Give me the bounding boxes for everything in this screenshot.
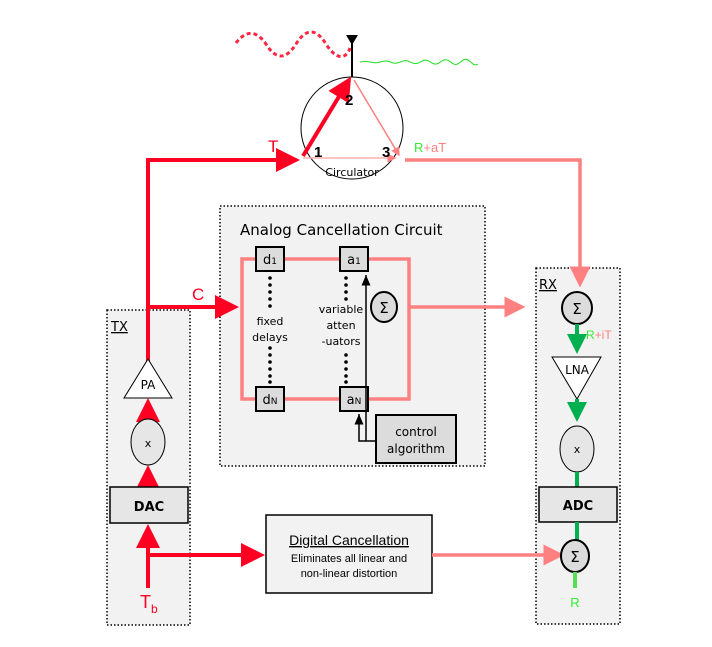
atten-label-3: -uators bbox=[322, 335, 361, 348]
delay-dots bbox=[268, 276, 272, 384]
rx-mixer: x bbox=[559, 425, 595, 473]
svg-text:DAC: DAC bbox=[134, 500, 164, 515]
svg-text:Σ: Σ bbox=[379, 299, 388, 317]
tb-label: Tb bbox=[140, 592, 158, 616]
tx-path-t bbox=[146, 148, 300, 372]
control-algorithm-block: control algorithm bbox=[375, 414, 457, 464]
rx-path-rat bbox=[405, 158, 591, 288]
circulator-body bbox=[300, 76, 404, 180]
port-2-label: 2 bbox=[345, 92, 353, 109]
analog-sum-node: Σ bbox=[370, 291, 398, 323]
svg-text:d1: d1 bbox=[263, 253, 277, 268]
circulator-label: Circulator bbox=[325, 166, 379, 179]
svg-text:ADC: ADC bbox=[563, 499, 593, 514]
lna-triangle: LNA bbox=[551, 356, 602, 400]
rat-label: R+aT bbox=[414, 140, 446, 155]
analog-title: Analog Cancellation Circuit bbox=[240, 221, 443, 239]
svg-text:LNA: LNA bbox=[565, 363, 590, 377]
digital-cancellation-block: Digital Cancellation Eliminates all line… bbox=[265, 514, 433, 594]
svg-text:Digital Cancellation: Digital Cancellation bbox=[289, 532, 409, 548]
tx-mixer: x bbox=[130, 418, 166, 466]
port-3-label: 3 bbox=[382, 144, 390, 161]
svg-text:x: x bbox=[145, 437, 152, 450]
rx-sum-node-1: Σ bbox=[561, 291, 593, 325]
tx-title: TX bbox=[110, 320, 128, 335]
adc-block: ADC bbox=[538, 486, 618, 523]
svg-text:PA: PA bbox=[141, 378, 156, 392]
c-label: C bbox=[192, 285, 204, 304]
svg-text:algorithm: algorithm bbox=[387, 442, 445, 456]
svg-text:control: control bbox=[395, 425, 437, 439]
delay-block-n: dN bbox=[255, 386, 285, 412]
svg-text:a1: a1 bbox=[347, 253, 361, 268]
svg-text:Eliminates all linear and: Eliminates all linear and bbox=[291, 553, 407, 565]
dac-block: DAC bbox=[109, 486, 189, 524]
antenna-icon bbox=[346, 35, 358, 77]
r-output-label: R bbox=[570, 595, 579, 610]
atten-block-1: a1 bbox=[339, 246, 369, 272]
rx-title: RX bbox=[539, 278, 557, 293]
atten-block-n: aN bbox=[339, 386, 369, 412]
receive-wave bbox=[359, 58, 479, 66]
rx-sum-node-2: Σ bbox=[560, 539, 590, 573]
pa-triangle: PA bbox=[123, 358, 173, 399]
analog-loop bbox=[240, 257, 411, 401]
control-line-bottom bbox=[354, 414, 376, 442]
atten-label-2: atten bbox=[326, 319, 355, 332]
rit-label: R+iT bbox=[586, 328, 612, 342]
circulator: 1 2 3 Circulator bbox=[300, 76, 404, 180]
transmit-wave bbox=[234, 30, 352, 58]
svg-text:x: x bbox=[574, 443, 581, 456]
delay-block-1: d1 bbox=[255, 246, 285, 272]
svg-text:Σ: Σ bbox=[570, 548, 579, 566]
svg-text:Σ: Σ bbox=[572, 300, 581, 318]
port-1-label: 1 bbox=[314, 144, 322, 161]
t-label: T bbox=[268, 137, 278, 156]
svg-text:non-linear distortion: non-linear distortion bbox=[301, 568, 398, 580]
fixed-delays-label-1: fixed bbox=[257, 315, 284, 328]
fixed-delays-label-2: delays bbox=[252, 331, 288, 344]
atten-label-1: variable bbox=[319, 303, 364, 316]
svg-text:dN: dN bbox=[263, 393, 278, 408]
svg-text:aN: aN bbox=[347, 393, 362, 408]
atten-dots bbox=[344, 276, 348, 384]
